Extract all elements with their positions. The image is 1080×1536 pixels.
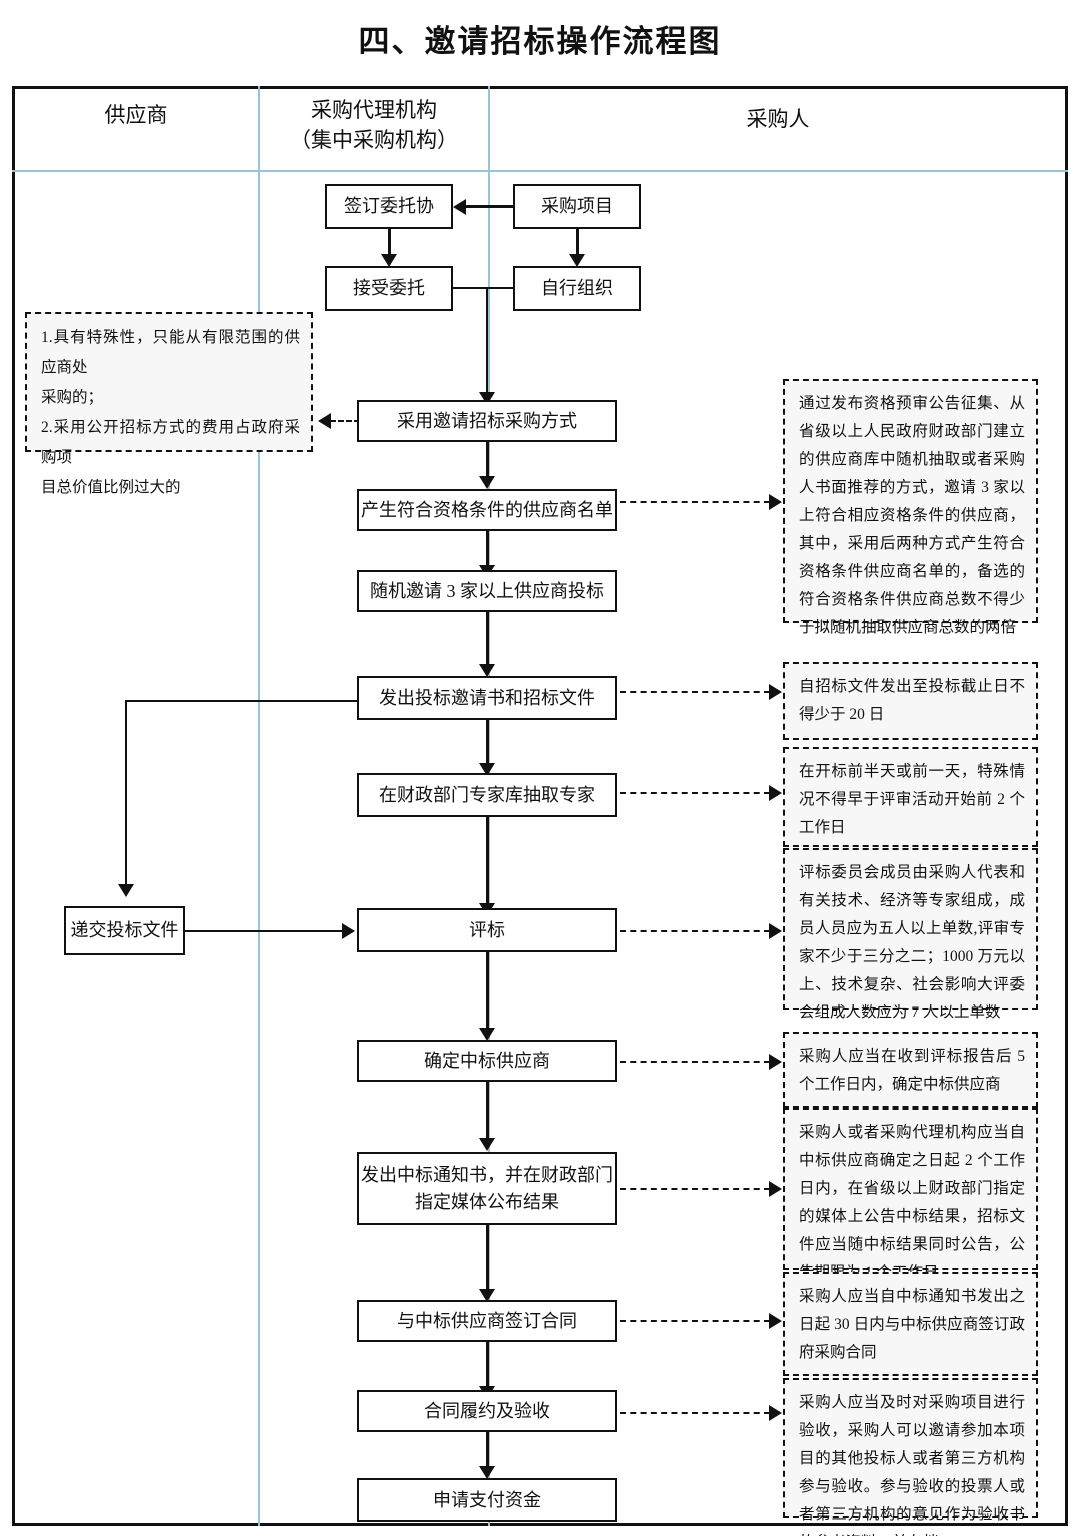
lane-label-supplier: 供应商 [104,103,168,127]
dashed-connector-invitation-to-note [330,420,360,422]
box-draw-experts[interactable]: 在财政部门专家库抽取专家 [357,773,617,817]
connector-join-vertical [486,287,488,397]
dashed-connector-list-to-note [620,501,770,503]
arrow-winner-to-notice [479,1138,495,1151]
arrow-project-to-sign [453,198,466,215]
connector-invite-to-issue [485,612,489,669]
lane-divider-1 [258,86,260,1526]
lane-header-rule [12,170,1068,172]
lane-header-supplier: 供应商 [14,100,258,130]
connector-evaluation-to-winner [485,952,489,1032]
note-invitation-conditions: 1.具有特殊性，只能从有限范围的供应商处 采购的； 2.采用公开招标方式的费用占… [25,312,313,496]
box-self-organize[interactable]: 自行组织 [513,266,641,311]
note-line-4: 目总价值比例过大的 [41,479,181,496]
connector-issue-to-experts [485,720,489,767]
note-line-3: 2.采用公开招标方式的费用占政府采购项 [41,419,300,466]
connector-submit-to-evaluation [185,930,343,932]
arrow-notice-to-note [769,1181,782,1197]
connector-issue-to-submit-vertical [125,700,127,886]
note-line-1: 1.具有特殊性，只能从有限范围的供应商处 [41,329,300,376]
dashed-connector-performance-to-note [620,1412,770,1414]
note-evaluation-committee: 评标委员会成员由采购人代表和有关技术、经济等专家组成，成员人员应为五人以上单数,… [783,848,1038,1021]
lane-label-procurement-agency: 采购代理机构 [311,98,437,122]
arrow-project-to-self [569,254,585,267]
connector-project-to-sign [466,205,514,208]
box-invite-three-suppliers[interactable]: 随机邀请 3 家以上供应商投标 [357,570,617,612]
box-apply-payment[interactable]: 申请支付资金 [357,1478,617,1522]
box-issue-invitation-documents[interactable]: 发出投标邀请书和招标文件 [357,676,617,720]
dashed-connector-contract-to-note [620,1320,770,1322]
box-adopt-invitation-method[interactable]: 采用邀请招标采购方式 [357,400,617,442]
box-issue-winning-notice-line2: 指定媒体公布结果 [415,1191,559,1212]
arrow-contract-to-note [769,1313,782,1329]
box-qualified-supplier-list[interactable]: 产生符合资格条件的供应商名单 [357,489,617,531]
arrow-invitation-to-note [318,413,331,429]
note-line-2: 采购的； [41,389,104,406]
lane-sublabel-procurement-agency: （集中采购机构） [290,128,458,152]
arrow-adopt-to-list [479,476,495,489]
box-purchase-project[interactable]: 采购项目 [513,184,641,229]
box-bid-evaluation[interactable]: 评标 [357,908,617,952]
lane-header-procurement-agency: 采购代理机构 （集中采购机构） [260,95,488,155]
box-sign-contract[interactable]: 与中标供应商签订合同 [357,1300,617,1342]
box-submit-bid-documents[interactable]: 递交投标文件 [64,906,185,955]
note-acceptance-procedure: 采购人应当及时对采购项目进行验收，采购人可以邀请参加本项目的其他投标人或者第三方… [783,1378,1038,1536]
arrow-evaluation-to-note [769,923,782,939]
box-sign-entrust[interactable]: 签订委托协 [325,184,453,229]
arrow-performance-to-payment [479,1466,495,1479]
connector-join-horizontal [453,287,513,289]
box-accept-entrust[interactable]: 接受委托 [325,266,453,311]
dashed-connector-experts-to-note [620,792,770,794]
arrow-submit-to-evaluation [342,923,355,939]
connector-contract-to-performance [485,1342,489,1390]
arrow-winner-to-note [769,1054,782,1070]
note-qualified-supplier-list: 通过发布资格预审公告征集、从省级以上人民政府财政部门建立的供应商库中随机抽取或者… [783,379,1038,636]
arrow-experts-to-note [769,785,782,801]
note-issue-documents-deadline: 自招标文件发出至投标截止日不得少于 20 日 [783,662,1038,740]
arrow-invite-to-issue [479,664,495,677]
arrow-issue-to-note [769,684,782,700]
dashed-connector-notice-to-note [620,1188,770,1190]
connector-project-to-self [575,229,579,256]
box-determine-winner[interactable]: 确定中标供应商 [357,1040,617,1082]
connector-experts-to-evaluation [485,817,489,907]
dashed-connector-issue-to-note [620,691,770,693]
lane-label-purchaser: 采购人 [746,107,810,131]
lane-header-purchaser: 采购人 [490,104,1066,134]
connector-sign-to-accept [387,229,391,256]
arrow-list-to-note [769,494,782,510]
arrow-sign-to-accept [381,254,397,267]
connector-performance-to-payment [485,1432,489,1470]
arrow-notice-to-contract [479,1289,495,1302]
box-issue-winning-notice[interactable]: 发出中标通知书，并在财政部门 指定媒体公布结果 [357,1152,617,1225]
box-contract-performance[interactable]: 合同履约及验收 [357,1390,617,1432]
arrow-evaluation-to-winner [479,1028,495,1041]
arrow-issue-to-submit [118,884,134,897]
note-draw-experts-timing: 在开标前半天或前一天，特殊情况不得早于评审活动开始前 2 个工作日 [783,747,1038,847]
box-issue-winning-notice-line1: 发出中标通知书，并在财政部门 [361,1164,613,1185]
arrow-performance-to-note [769,1405,782,1421]
connector-issue-to-submit-horizontal [125,700,357,702]
arrow-issue-to-experts [479,763,495,776]
connector-winner-to-notice [485,1082,489,1142]
note-announce-result: 采购人或者采购代理机构应当自中标供应商确定之日起 2 个工作日内，在省级以上财政… [783,1108,1038,1281]
connector-list-to-invite [485,531,489,568]
connector-notice-to-contract [485,1225,489,1293]
dashed-connector-evaluation-to-note [620,930,770,932]
note-determine-winner-deadline: 采购人应当在收到评标报告后 5 个工作日内，确定中标供应商 [783,1032,1038,1108]
dashed-connector-winner-to-note [620,1061,770,1063]
page-title: 四、邀请招标操作流程图 [358,24,722,59]
connector-adopt-to-list [485,442,489,479]
note-sign-contract-deadline: 采购人应当自中标通知书发出之日起 30 日内与中标供应商签订政府采购合同 [783,1272,1038,1376]
